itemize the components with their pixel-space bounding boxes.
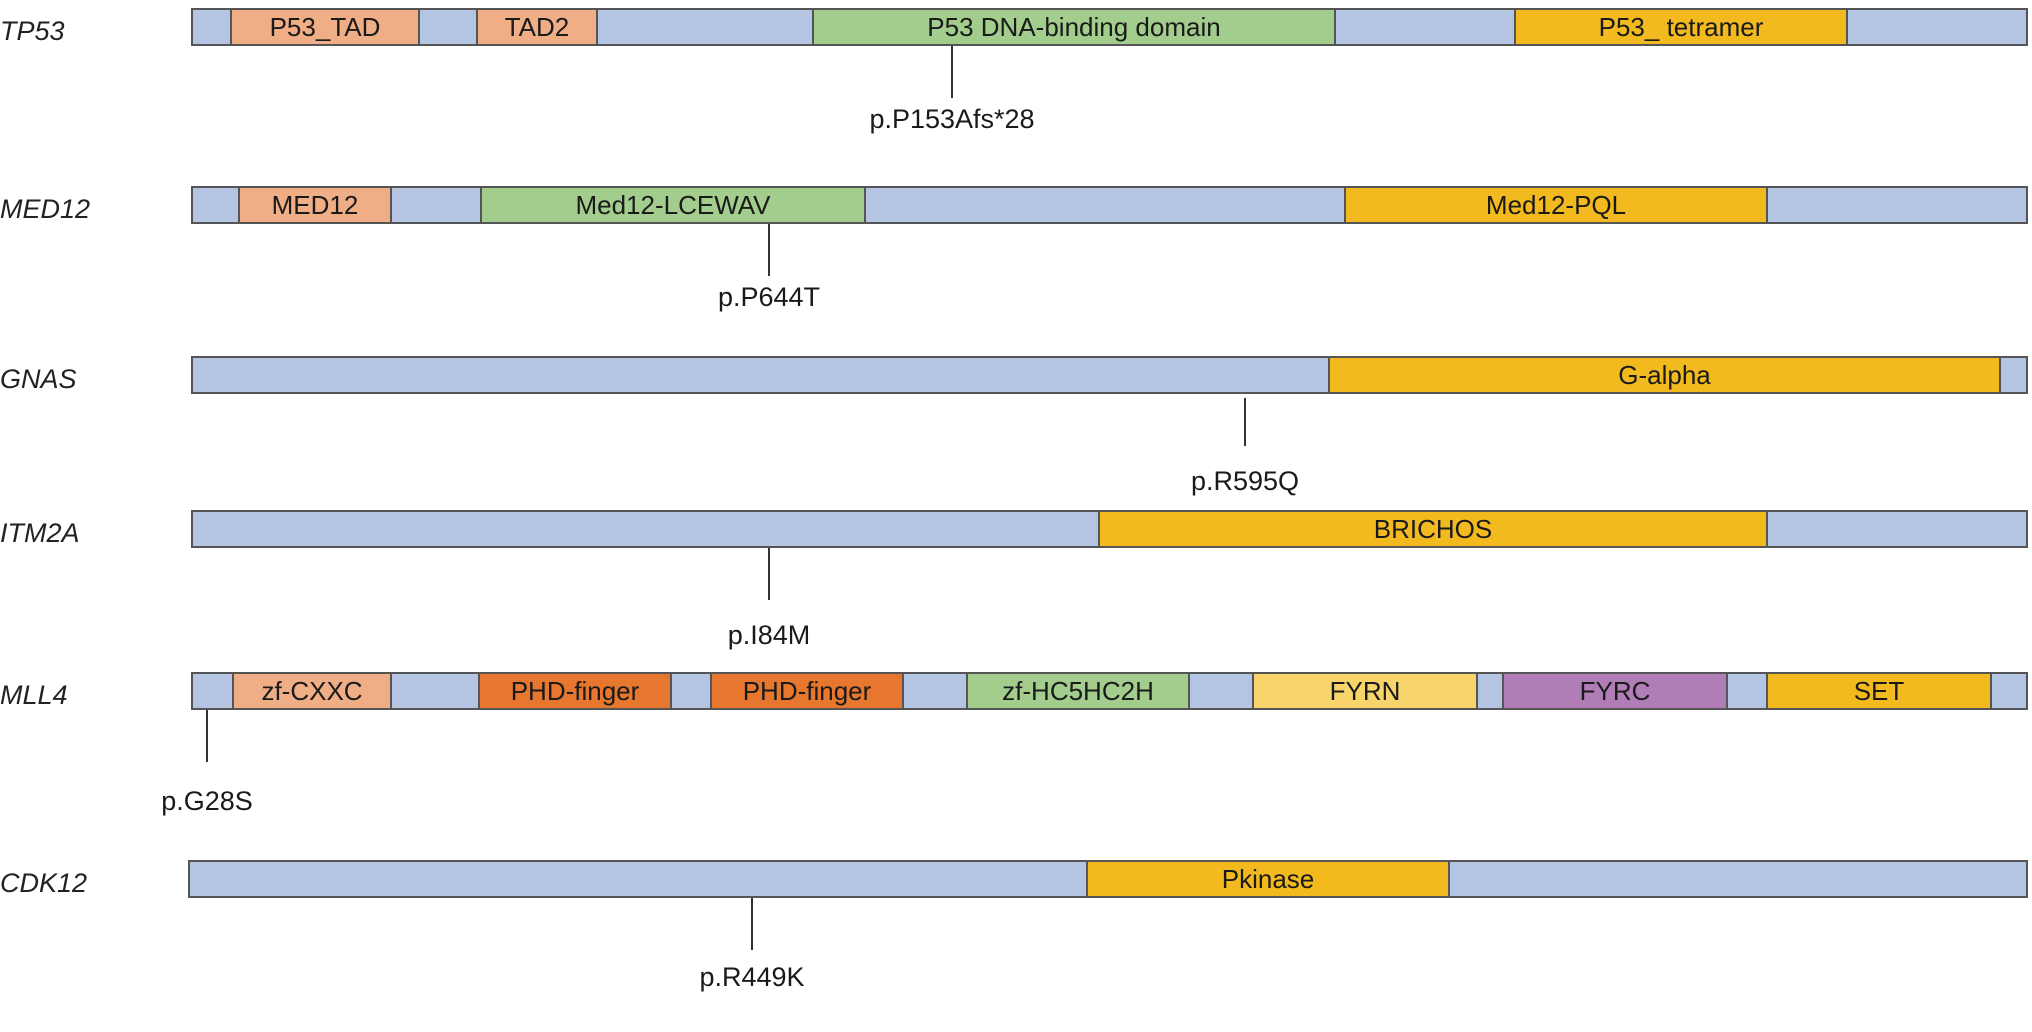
protein-backbone-bar: G-alpha <box>191 356 2028 394</box>
mutation-label: p.R595Q <box>1190 466 1300 496</box>
domain-phd-finger: PHD-finger <box>478 672 672 710</box>
gene-row-cdk12: CDK12 Pkinase p.R449K <box>0 852 2032 1032</box>
mutation-marker-line <box>768 224 770 276</box>
mutation-marker-line <box>768 548 770 600</box>
mutation-label: p.P153Afs*28 <box>869 104 1035 134</box>
domain-pkinase: Pkinase <box>1086 860 1450 898</box>
gene-name-label: ITM2A <box>0 518 80 548</box>
protein-backbone-bar: P53_TAD TAD2 P53 DNA-binding domain P53_ te… <box>191 8 2028 46</box>
gene-name-label: CDK12 <box>0 868 88 898</box>
domain-phd-finger: PHD-finger <box>710 672 904 710</box>
domain-brichos: BRICHOS <box>1098 510 1768 548</box>
domain-zf-hc5hc2h: zf-HC5HC2H <box>966 672 1190 710</box>
gene-name-label: TP53 <box>0 16 65 46</box>
mutation-marker-line <box>951 46 953 98</box>
domain-med12-lcewav: Med12-LCEWAV <box>480 186 866 224</box>
protein-backbone-bar: zf-CXXC PHD-finger PHD-finger zf-HC5HC2H FYR… <box>191 672 2028 710</box>
mutation-label: p.P644T <box>717 282 821 312</box>
gene-name-label: MLL4 <box>0 680 68 710</box>
domain-med12-pql: Med12-PQL <box>1344 186 1768 224</box>
protein-backbone-bar: MED12 Med12-LCEWAV Med12-PQL <box>191 186 2028 224</box>
protein-backbone-bar: Pkinase <box>188 860 2028 898</box>
mutation-marker-line <box>206 710 208 762</box>
mutation-label: p.R449K <box>699 962 805 992</box>
domain-tad2: TAD2 <box>476 8 598 46</box>
gene-row-med12: MED12 MED12 Med12-LCEWAV Med12-PQL p.P644T <box>0 178 2032 358</box>
domain-set: SET <box>1766 672 1992 710</box>
mutation-label: p.I84M <box>727 620 811 650</box>
gene-row-gnas: GNAS G-alpha p.R595Q <box>0 348 2032 528</box>
mutation-marker-line <box>1244 398 1246 446</box>
domain-p53-tad: P53_TAD <box>230 8 420 46</box>
mutation-label: p.G28S <box>161 786 253 816</box>
domain-p53-dna-binding-domain: P53 DNA-binding domain <box>812 8 1336 46</box>
domain-fyrn: FYRN <box>1252 672 1478 710</box>
domain-g-alpha: G-alpha <box>1328 356 2001 394</box>
gene-row-itm2a: ITM2A BRICHOS p.I84M <box>0 502 2032 682</box>
domain-med12: MED12 <box>238 186 392 224</box>
mutation-marker-line <box>751 898 753 950</box>
domain-zf-cxxc: zf-CXXC <box>232 672 392 710</box>
gene-name-label: GNAS <box>0 364 77 394</box>
gene-row-mll4: MLL4 zf-CXXC PHD-finger PHD-finger zf-HC5HC2… <box>0 664 2032 844</box>
gene-name-label: MED12 <box>0 194 91 224</box>
protein-backbone-bar: BRICHOS <box>191 510 2028 548</box>
domain-p53-tetramer: P53_ tetramer <box>1514 8 1848 46</box>
domain-fyrc: FYRC <box>1502 672 1728 710</box>
